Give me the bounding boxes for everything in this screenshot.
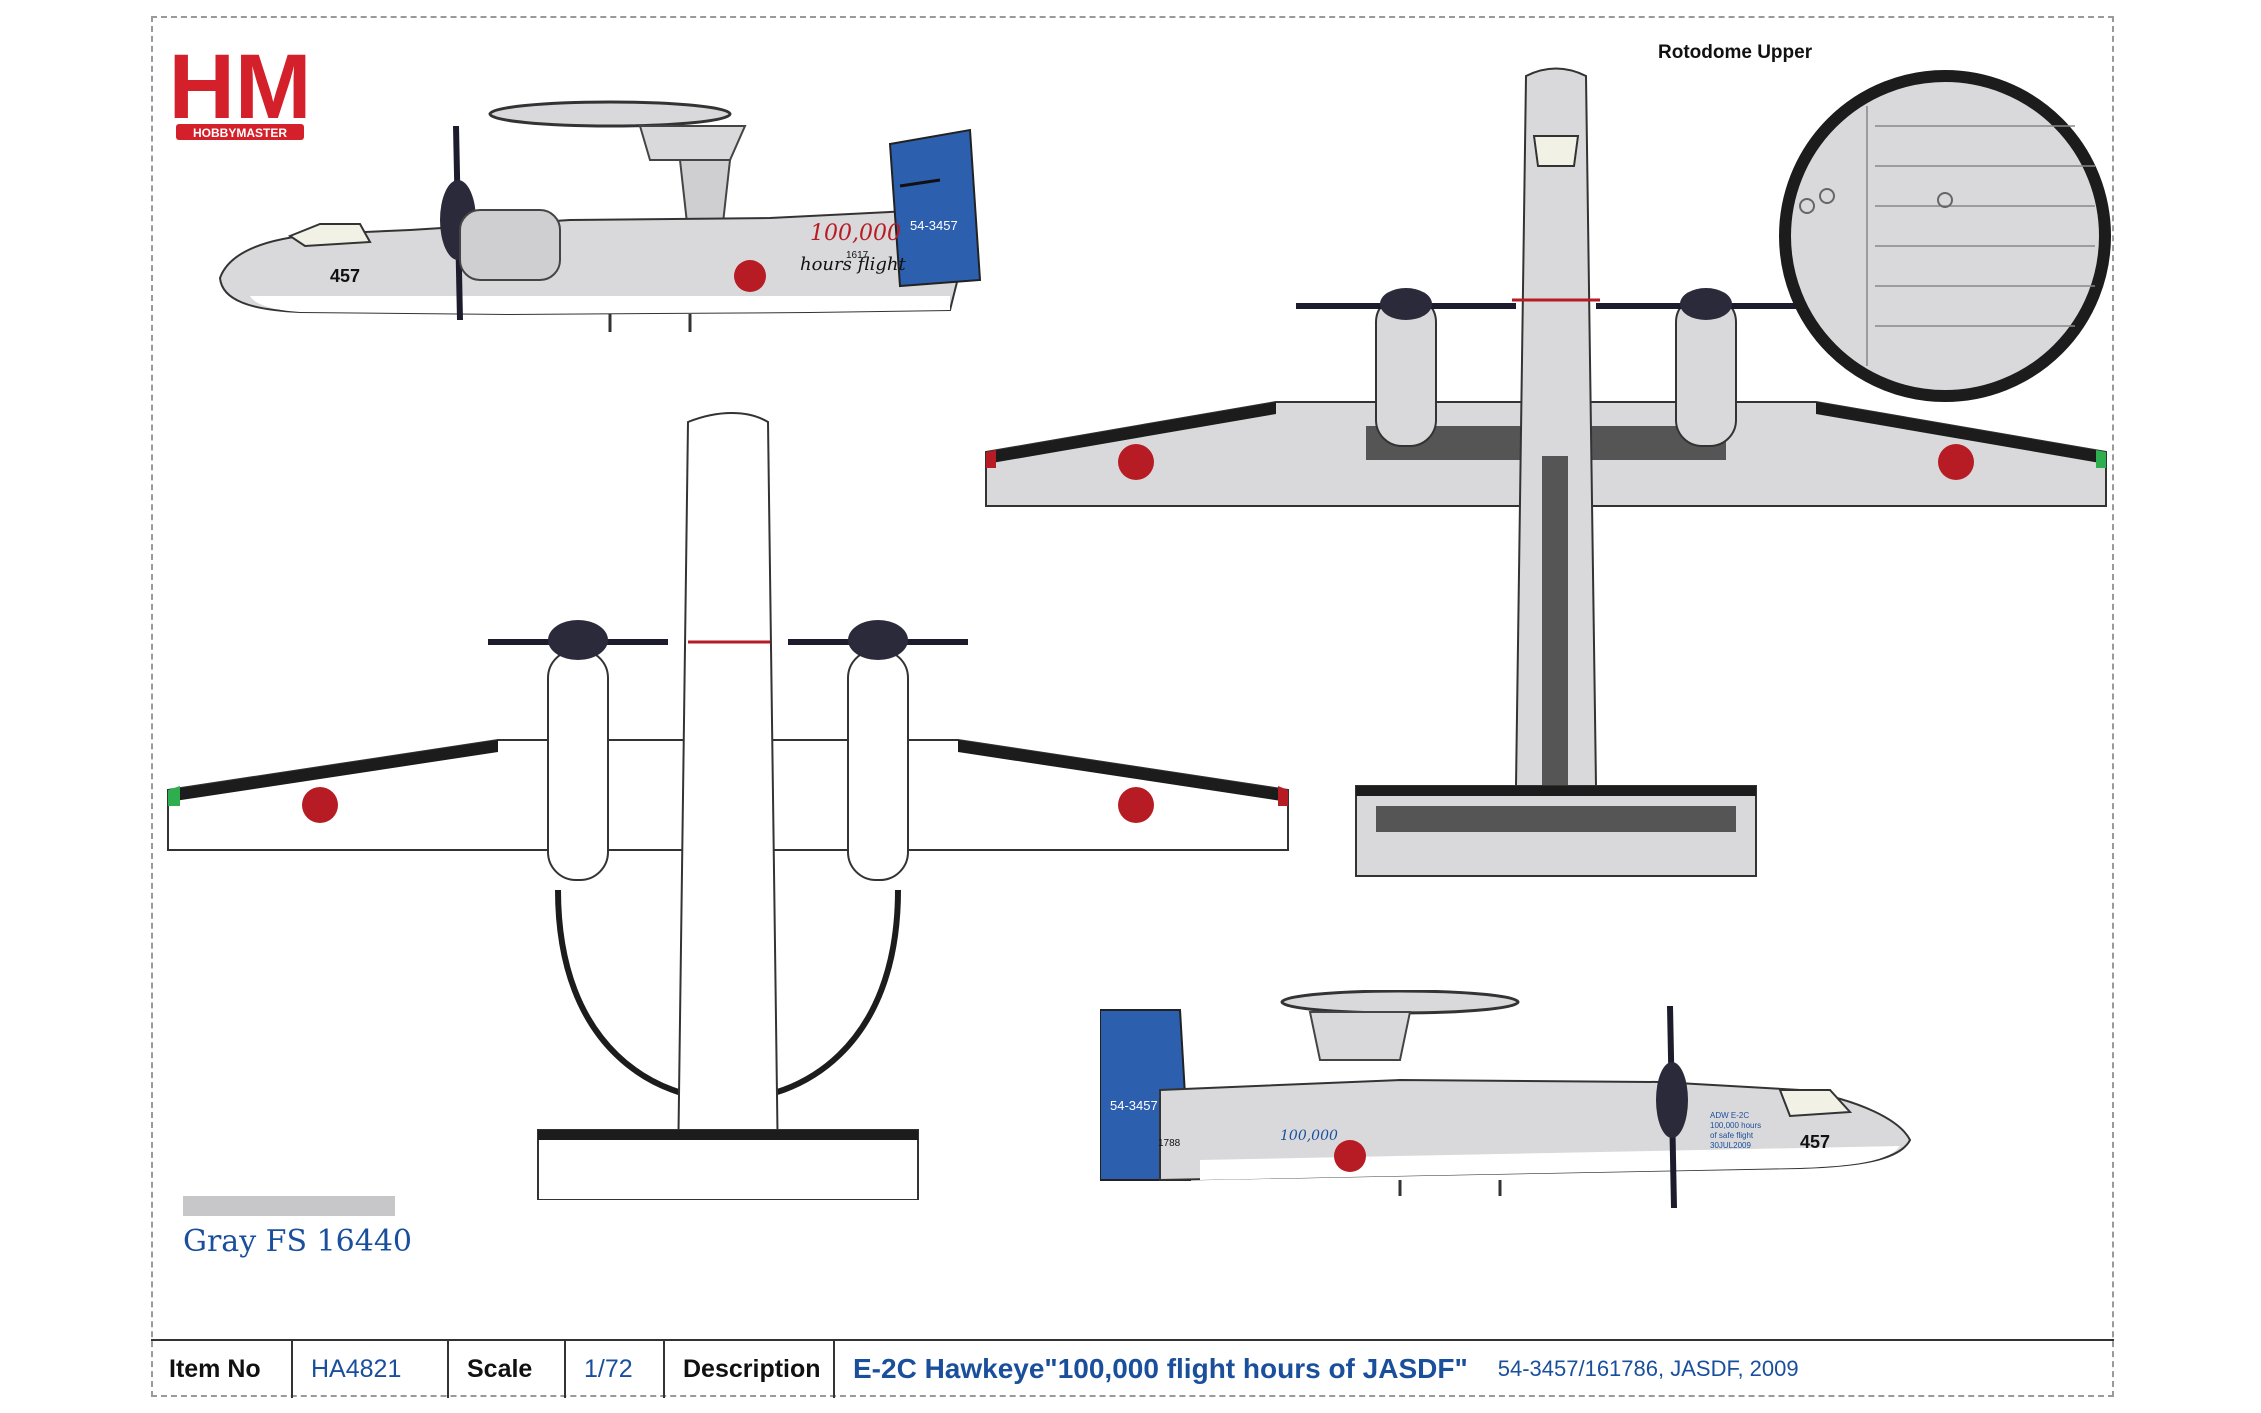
tail-number-right: 457 bbox=[1800, 1132, 1830, 1152]
slogan-number-left: 100,000 bbox=[810, 221, 901, 246]
color-swatch bbox=[183, 1196, 395, 1216]
serial-right: 1788 bbox=[1158, 1138, 1181, 1149]
side-profile-left: 457 100,000 hours flight 54-3457 1617 bbox=[218, 100, 982, 332]
hobbymaster-logo: HM HOBBYMASTER bbox=[170, 36, 310, 140]
description-main: E-2C Hawkeye"100,000 flight hours of JAS… bbox=[853, 1353, 1468, 1384]
swatch-label: Gray FS 16440 bbox=[183, 1224, 413, 1259]
description-sub: 54-3457/161786, JASDF, 2009 bbox=[1497, 1356, 1799, 1381]
rotodome-label: Rotodome Upper bbox=[1658, 42, 1813, 63]
scale-value: 1/72 bbox=[566, 1340, 665, 1398]
item-no-label: Item No bbox=[151, 1340, 293, 1398]
bottom-plan-view bbox=[167, 412, 1289, 1200]
badge-line-4: 30JUL2009 bbox=[1710, 1141, 1751, 1150]
top-plan-view bbox=[985, 67, 2107, 877]
sheet-border bbox=[151, 16, 2114, 1397]
slogan-number-right: 100,000 bbox=[1280, 1128, 1338, 1144]
description-value: E-2C Hawkeye"100,000 flight hours of JAS… bbox=[835, 1340, 2105, 1398]
badge-line-1: ADW E-2C bbox=[1710, 1111, 1749, 1120]
slogan-text-left: hours flight bbox=[800, 254, 906, 275]
rotodome-upper-view bbox=[1779, 70, 2111, 402]
badge-line-3: of safe flight bbox=[1710, 1131, 1754, 1140]
item-no-value: HA4821 bbox=[293, 1340, 449, 1398]
fuselage-number-left: 54-3457 bbox=[910, 218, 958, 233]
scale-label: Scale bbox=[449, 1340, 566, 1398]
tail-number-left: 457 bbox=[330, 266, 360, 286]
logo-letters: HM bbox=[170, 36, 310, 138]
badge-line-2: 100,000 hours bbox=[1710, 1121, 1761, 1130]
info-bar: Item No HA4821 Scale 1/72 Description E-… bbox=[151, 1339, 2114, 1398]
fuselage-number-right: 54-3457 bbox=[1110, 1098, 1158, 1113]
logo-subtext: HOBBYMASTER bbox=[193, 126, 287, 140]
serial-left: 1617 bbox=[846, 250, 869, 261]
description-label: Description bbox=[665, 1340, 835, 1398]
side-profile-right: 54-3457 100,000 457 1788 ADW E-2C 100,00… bbox=[1100, 990, 1912, 1209]
